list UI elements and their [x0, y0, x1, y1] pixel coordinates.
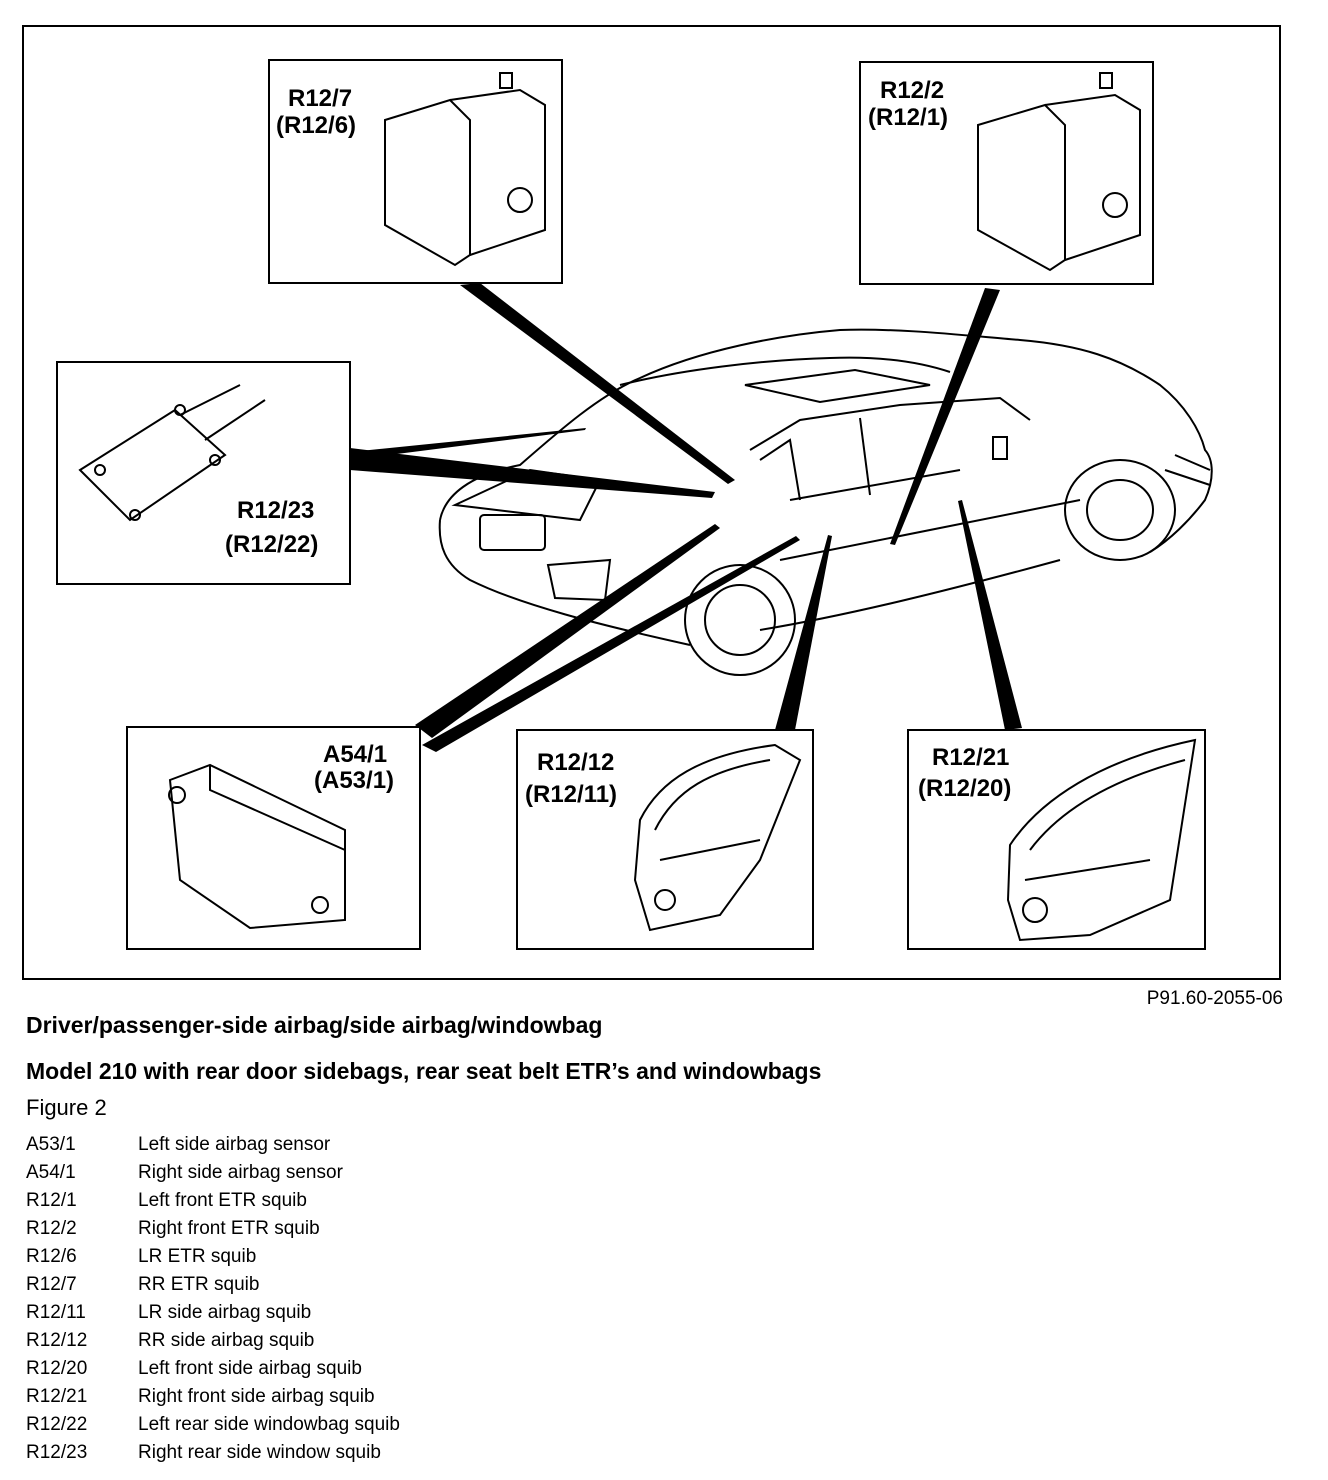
etr-unit-icon [384, 72, 546, 267]
caption-subtitle: Model 210 with rear door sidebags, rear … [26, 1058, 822, 1084]
callout-r12-7-line2: (R12/6) [276, 112, 356, 139]
legend-desc: RR ETR squib [138, 1274, 260, 1295]
caption-title: Driver/passenger-side airbag/side airbag… [26, 1012, 603, 1038]
callout-a54-1: A54/1 (A53/1) [126, 726, 421, 950]
legend-code: R12/2 [26, 1218, 77, 1239]
windowbag-squib-icon [78, 384, 266, 522]
legend-row: A54/1 Right side airbag sensor [26, 1159, 726, 1187]
callout-a54-1-line1: A54/1 [323, 741, 387, 768]
figure-reference: P91.60-2055-06 [1146, 988, 1283, 1009]
legend-desc: Right side airbag sensor [138, 1162, 343, 1183]
legend-row: R12/22 Left rear side windowbag squib [26, 1411, 726, 1439]
legend-desc: Left front side airbag squib [138, 1358, 362, 1379]
legend-code: R12/7 [26, 1274, 77, 1295]
etr-unit-icon [977, 72, 1141, 272]
car-illustration [438, 328, 1213, 676]
diagram-frame [22, 25, 1281, 980]
callout-r12-12: R12/12 (R12/11) [516, 729, 814, 950]
legend-desc: LR side airbag squib [138, 1302, 312, 1323]
legend-code: R12/22 [26, 1414, 88, 1435]
legend-code: A54/1 [26, 1162, 76, 1183]
callout-r12-21: R12/21 (R12/20) [907, 729, 1206, 950]
callout-r12-23-line1: R12/23 [237, 497, 314, 524]
legend-desc: Left side airbag sensor [138, 1134, 331, 1155]
sensor-icon [168, 763, 346, 930]
legend-code: R12/6 [26, 1246, 77, 1267]
legend-row: R12/7 RR ETR squib [26, 1271, 726, 1299]
legend-row: R12/21 Right front side airbag squib [26, 1383, 726, 1411]
legend-row: R12/2 Right front ETR squib [26, 1215, 726, 1243]
callout-r12-23: R12/23 (R12/22) [56, 361, 351, 585]
callout-r12-7: R12/7 (R12/6) [268, 59, 563, 284]
legend-row: R12/20 Left front side airbag squib [26, 1355, 726, 1383]
callout-r12-2-line2: (R12/1) [868, 104, 948, 131]
leader-lines [350, 283, 1022, 752]
rear-door-icon [633, 743, 802, 932]
legend-row: R12/11 LR side airbag squib [26, 1299, 726, 1327]
legend-row: R12/23 Right rear side window squib [26, 1439, 726, 1467]
legend-code: R12/23 [26, 1442, 88, 1463]
legend-desc: Right rear side window squib [138, 1442, 381, 1463]
callout-r12-12-line2: (R12/11) [525, 781, 617, 808]
legend-row: R12/6 LR ETR squib [26, 1243, 726, 1271]
airbag-diagram: R12/7 (R12/6) R12/2 (R12/1) R12/23 (R12/… [56, 59, 1213, 950]
callout-r12-2: R12/2 (R12/1) [859, 61, 1154, 285]
callout-r12-21-line2: (R12/20) [918, 775, 1011, 802]
legend-desc: Right front side airbag squib [138, 1386, 375, 1407]
legend-code: R12/11 [26, 1302, 86, 1323]
callout-r12-7-line1: R12/7 [288, 85, 352, 112]
legend-desc: Left rear side windowbag squib [138, 1414, 400, 1435]
legend-desc: Left front ETR squib [138, 1190, 307, 1211]
callout-r12-21-line1: R12/21 [932, 744, 1009, 771]
legend-code: R12/1 [26, 1190, 77, 1211]
legend-row: R12/12 RR side airbag squib [26, 1327, 726, 1355]
legend-code: R12/12 [26, 1330, 88, 1351]
figure-number: Figure 2 [26, 1095, 107, 1120]
callout-r12-2-line1: R12/2 [880, 77, 944, 104]
legend-desc: LR ETR squib [138, 1246, 257, 1267]
callout-r12-23-line2: (R12/22) [225, 531, 318, 558]
callout-r12-12-line1: R12/12 [537, 749, 614, 776]
legend-code: R12/20 [26, 1358, 88, 1379]
legend-desc: RR side airbag squib [138, 1330, 315, 1351]
legend-row: R12/1 Left front ETR squib [26, 1187, 726, 1215]
legend-desc: Right front ETR squib [138, 1218, 320, 1239]
legend-code: R12/21 [26, 1386, 88, 1407]
callout-a54-1-line2: (A53/1) [314, 767, 394, 794]
legend-row: A53/1 Left side airbag sensor [26, 1131, 726, 1159]
front-door-icon [1006, 738, 1197, 942]
legend-code: A53/1 [26, 1134, 76, 1155]
